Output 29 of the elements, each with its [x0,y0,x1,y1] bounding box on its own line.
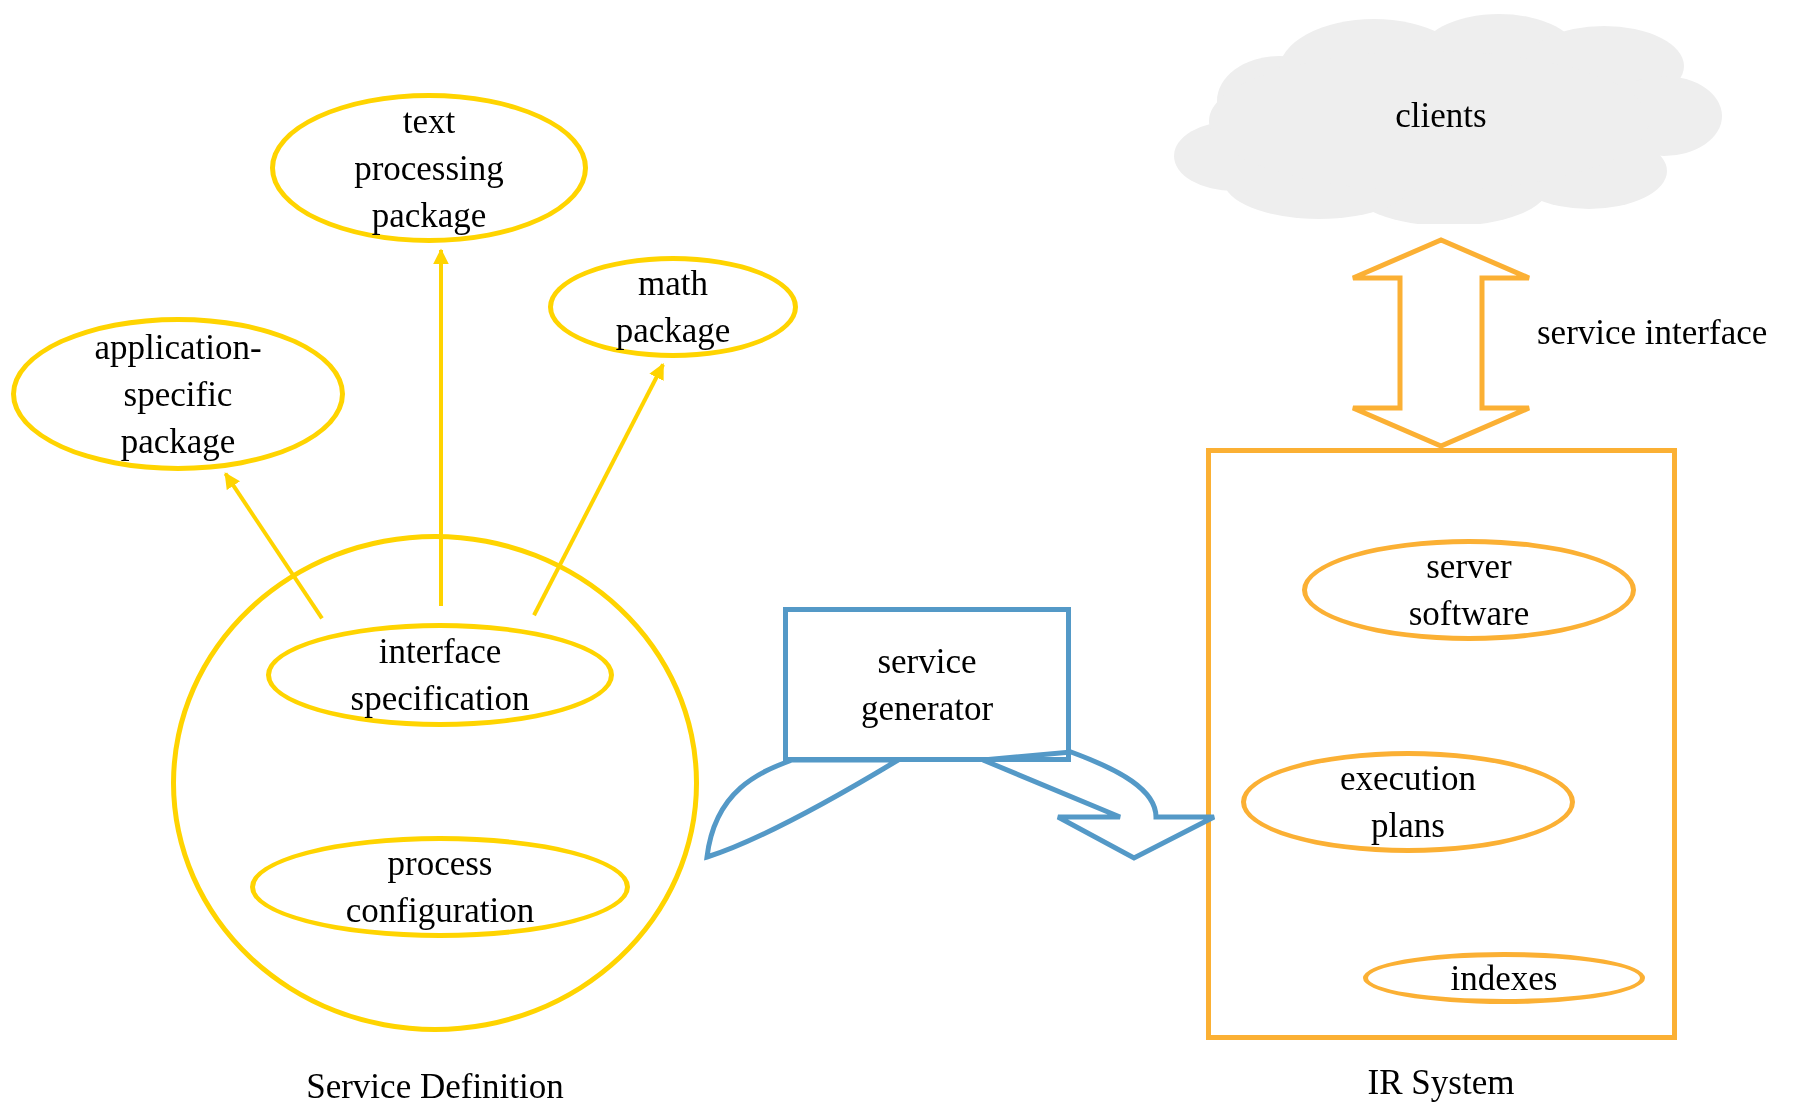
configuration-ellipse [250,836,630,938]
node-label: interface specification [349,631,531,720]
node-label: execution plans [1338,758,1478,847]
node-label: server software [1407,546,1531,635]
node-label: IR System [1366,1062,1516,1104]
node-label: application-specific package [93,326,263,463]
software-ellipse [1302,539,1636,641]
specification-ellipse [266,623,614,727]
block-arrow [1350,237,1532,449]
arrow [223,472,324,620]
edge-label: service interface [1537,312,1768,354]
indexes-ellipse [1363,952,1645,1004]
arrow [532,363,665,617]
package-ellipse [11,317,345,471]
node-label: indexes [1449,957,1559,1000]
package-ellipse [270,93,588,243]
generator-box [783,607,1071,762]
service-definition-circle [171,534,699,1032]
package-ellipse [548,256,798,358]
node-label: Service Definition [305,1066,565,1104]
node-label: process configuration [344,843,536,932]
node-label: clients [1395,94,1487,137]
block-arrow [980,749,1217,861]
node-label: service generator [859,640,995,730]
ir-system-box [1206,448,1677,1040]
node-label: math package [614,263,732,352]
arrow [433,248,449,607]
plans-ellipse [1241,751,1575,853]
node-label: text processing package [353,100,505,237]
